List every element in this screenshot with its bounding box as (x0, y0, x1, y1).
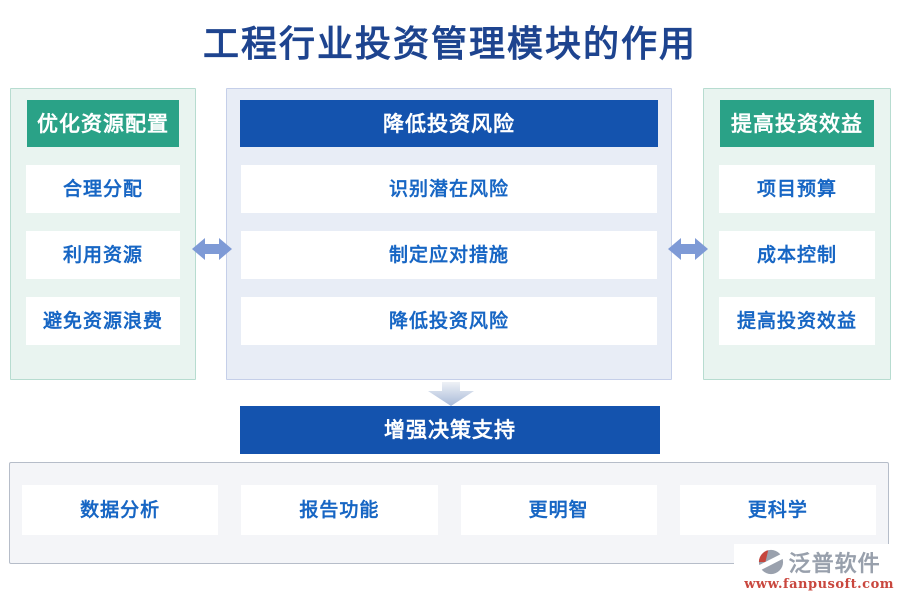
panel-risk-reduction: 降低投资风险 识别潜在风险 制定应对措施 降低投资风险 (226, 88, 672, 380)
list-item: 报告功能 (241, 485, 438, 535)
down-arrow-icon (428, 382, 474, 406)
brand-website: www.fanpusoft.com (744, 577, 894, 592)
fanpu-logo-icon (757, 549, 784, 575)
list-item: 项目预算 (719, 165, 875, 213)
double-arrow-icon (668, 235, 708, 263)
panel-benefit-improvement: 提高投资效益 项目预算 成本控制 提高投资效益 (703, 88, 891, 380)
list-item: 成本控制 (719, 231, 875, 279)
panel-header: 降低投资风险 (240, 100, 658, 147)
list-item: 提高投资效益 (719, 297, 875, 345)
list-item: 制定应对措施 (241, 231, 657, 279)
brand-watermark: 泛普软件 www.fanpusoft.com (734, 544, 898, 594)
list-item: 合理分配 (26, 165, 180, 213)
decision-card-row: 数据分析 报告功能 更明智 更科学 (10, 463, 888, 535)
panel-header: 优化资源配置 (27, 100, 179, 147)
list-item: 降低投资风险 (241, 297, 657, 345)
decision-support-panel: 数据分析 报告功能 更明智 更科学 (9, 462, 889, 564)
double-arrow-icon (192, 235, 232, 263)
list-item: 更明智 (460, 485, 657, 535)
list-item: 利用资源 (26, 231, 180, 279)
list-item: 避免资源浪费 (26, 297, 180, 345)
panel-header: 提高投资效益 (720, 100, 874, 147)
panel-resource-optimization: 优化资源配置 合理分配 利用资源 避免资源浪费 (10, 88, 196, 380)
list-item: 更科学 (679, 485, 876, 535)
brand-name: 泛普软件 (788, 551, 881, 577)
list-item: 数据分析 (22, 485, 219, 535)
page-title: 工程行业投资管理模块的作用 (202, 23, 697, 65)
decision-support-header: 增强决策支持 (240, 406, 660, 454)
list-item: 识别潜在风险 (241, 165, 657, 213)
